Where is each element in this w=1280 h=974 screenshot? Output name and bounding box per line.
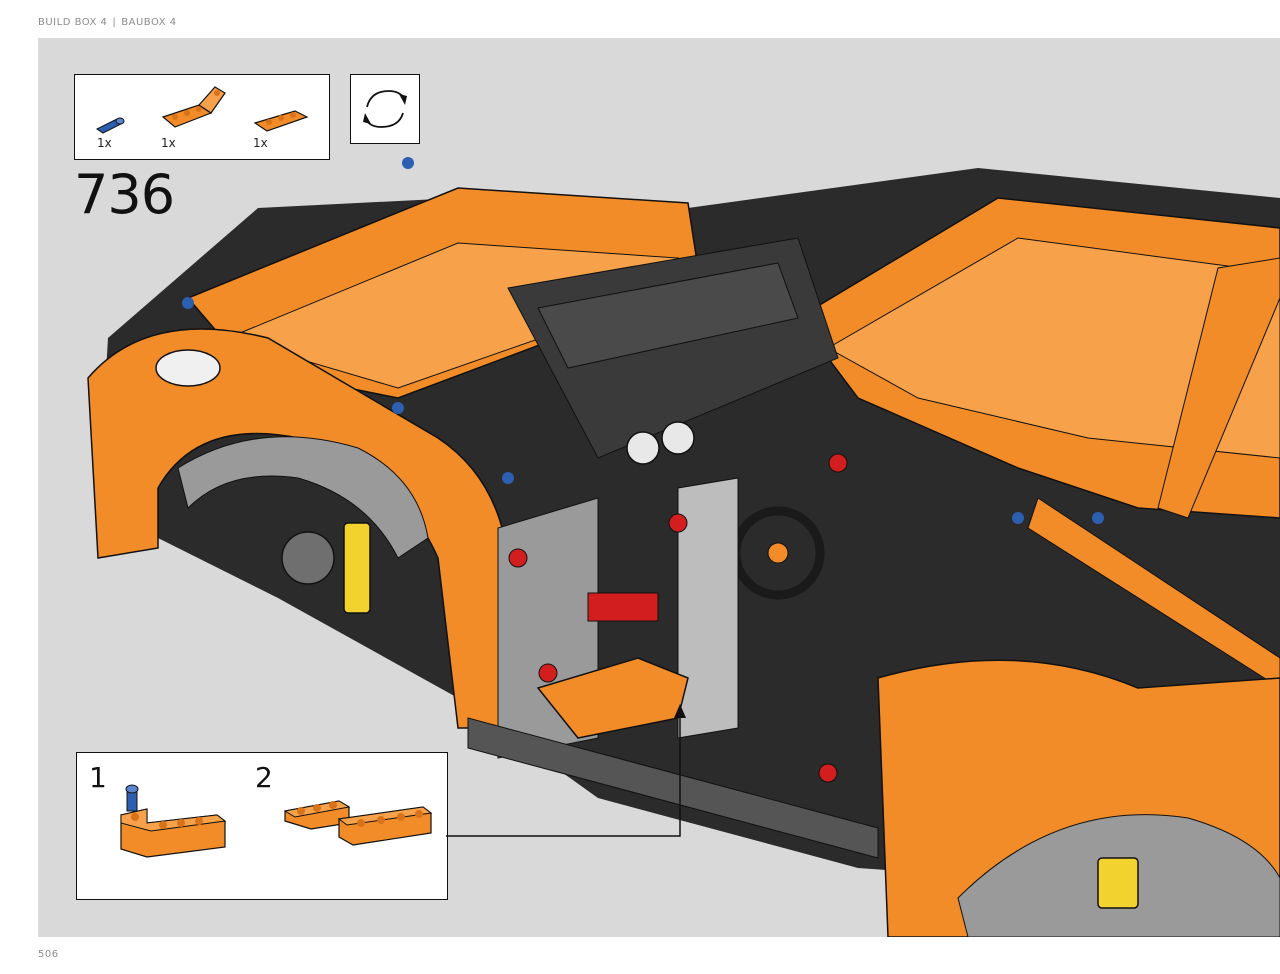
part-quantity: 1x xyxy=(253,136,268,150)
header-title-en: BUILD BOX 4 xyxy=(38,17,108,28)
sub-assembly-box: 1 2 xyxy=(76,752,448,900)
step-number: 736 xyxy=(74,163,175,226)
parts-list-box: 1x 1x 1x xyxy=(74,74,330,160)
orange-short-beam-icon xyxy=(253,110,309,132)
part-quantity: 1x xyxy=(97,136,112,150)
page-number: 506 xyxy=(38,949,59,960)
sub-step-1-assembly-icon xyxy=(120,784,227,858)
sub-step-2-assembly-icon xyxy=(283,800,433,846)
rotate-model-icon xyxy=(363,90,407,128)
car-model-illustration xyxy=(87,157,1280,937)
rotate-indicator-box xyxy=(350,74,420,144)
blue-axle-pin-icon xyxy=(96,117,125,134)
page-header: BUILD BOX 4 | BAUBOX 4 xyxy=(38,17,177,28)
instruction-stage xyxy=(38,38,1280,937)
header-title-de: BAUBOX 4 xyxy=(121,17,177,28)
sub-step-number-2: 2 xyxy=(255,761,273,794)
orange-angled-beam-icon xyxy=(161,86,226,128)
part-quantity: 1x xyxy=(161,136,176,150)
header-separator: | xyxy=(112,17,117,28)
sub-step-number-1: 1 xyxy=(89,761,107,794)
